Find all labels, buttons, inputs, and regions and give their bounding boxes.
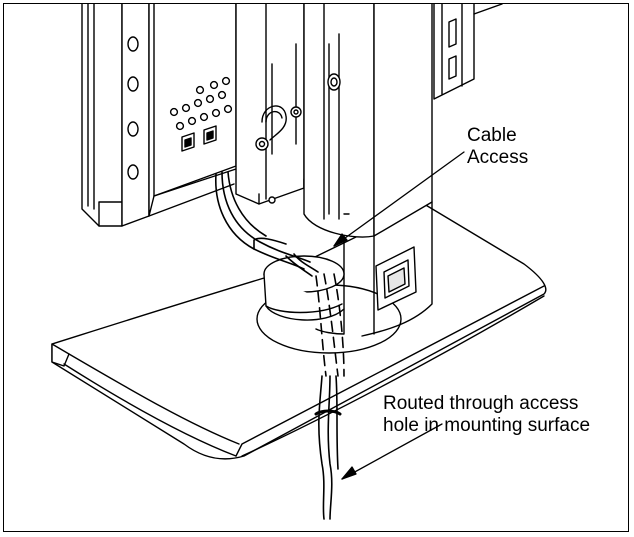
vent-holes xyxy=(169,76,233,131)
callout-cable-access-line2: Access xyxy=(467,147,529,168)
callout-routed-through-line1: Routed through access xyxy=(383,393,579,414)
connector-ports xyxy=(181,125,217,152)
stand-base xyxy=(51,203,547,460)
callout-cable-access-line1: Cable xyxy=(467,125,517,146)
figure-frame: Cable Access Routed through access hole … xyxy=(3,3,629,532)
leader-arrows xyxy=(333,151,465,480)
stand-bracket xyxy=(235,4,305,205)
callout-cable-access: Cable Access xyxy=(467,125,528,169)
column-collar xyxy=(263,201,433,337)
monitor-back-panel xyxy=(81,4,237,227)
stand-column xyxy=(303,4,433,311)
cable-bundle xyxy=(215,171,345,520)
callout-routed-through: Routed through access hole in mounting s… xyxy=(383,393,590,437)
panel-side-holes xyxy=(127,36,139,180)
technical-illustration xyxy=(51,4,547,520)
callout-routed-through-line2: hole in mounting surface xyxy=(383,415,591,436)
column-handle xyxy=(375,246,417,311)
upper-mount-plate xyxy=(433,4,503,100)
